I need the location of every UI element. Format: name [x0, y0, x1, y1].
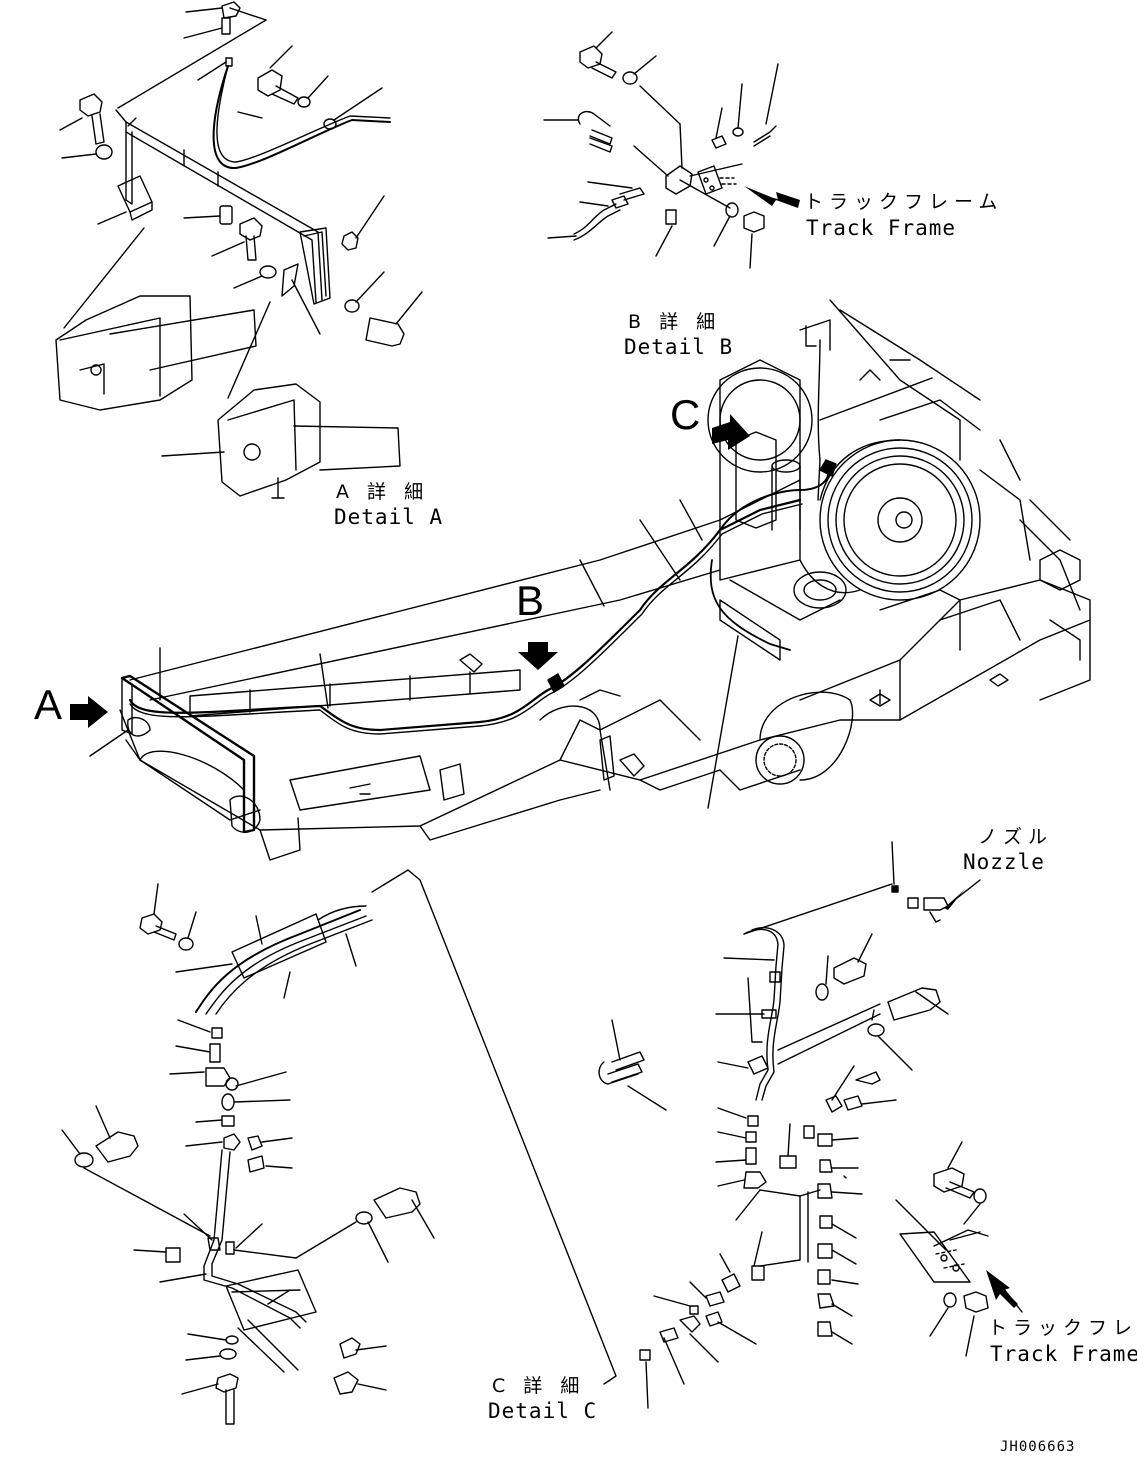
- arrow-a-icon: [70, 696, 108, 728]
- nozzle-label-en: Nozzle: [963, 850, 1045, 874]
- nozzle-label-jp: ノズル: [978, 826, 1054, 848]
- detail-a-title-jp: A 詳 細: [336, 481, 430, 503]
- detail-b-drawing: [544, 32, 800, 268]
- detail-c-right-drawing: [599, 842, 1022, 1408]
- detail-c-title-en: Detail C: [488, 1399, 598, 1423]
- main-assembly-drawing: [70, 300, 1090, 860]
- detail-c-drawing: [62, 870, 616, 1424]
- track-frame-bottom-en: Track Frame: [990, 1342, 1137, 1366]
- track-frame-top-en: Track Frame: [806, 216, 957, 240]
- detail-b-title-jp: B 詳 細: [628, 311, 722, 333]
- arrow-b-icon: [518, 642, 558, 670]
- view-letter-b: B: [516, 577, 545, 624]
- view-letter-a: A: [34, 681, 63, 728]
- arrow-c-icon: [712, 414, 750, 450]
- detail-a-title-en: Detail A: [334, 505, 444, 529]
- view-letter-c: C: [670, 391, 701, 438]
- detail-b-title-en: Detail B: [624, 335, 734, 359]
- track-frame-bottom-jp: トラックフレーム: [988, 1317, 1137, 1339]
- hex-bolt-icon: [184, 2, 240, 38]
- track-frame-top-jp: トラックフレーム: [804, 191, 1004, 213]
- drawing-code: JH006663: [1000, 1439, 1076, 1455]
- detail-c-title-jp: C 詳 細: [492, 1375, 586, 1397]
- detail-a-drawing: [56, 2, 422, 498]
